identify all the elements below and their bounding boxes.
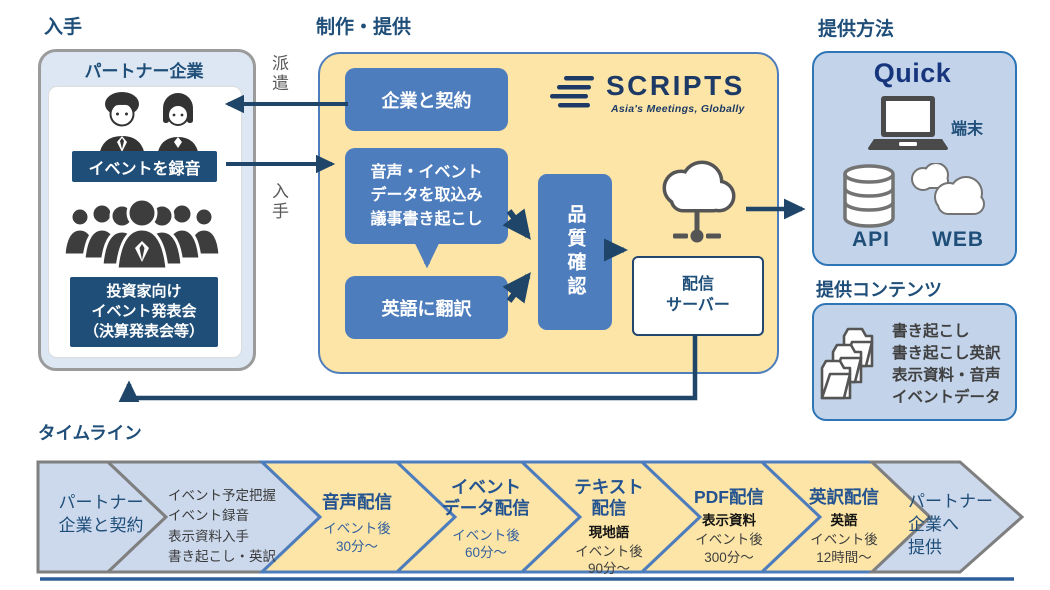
timeline-step-contract: パートナー 企業と契約 — [40, 492, 162, 538]
timeline-step-title: 音声配信 — [322, 492, 392, 512]
delivery-method-panel — [812, 51, 1017, 266]
timeline-step-qualifier: 現地語 — [588, 524, 630, 540]
timeline-step-time: イベント後 60分〜 — [452, 527, 520, 561]
scripts-tagline: Asia's Meetings, Globally — [611, 103, 745, 115]
timeline-step-preparation: イベント予定把握 イベント録音 表示資料入手 書き起こし・英訳 — [168, 486, 303, 567]
timeline-step-english: 英訳配信 英語 イベント後 12時間〜 — [788, 487, 900, 566]
timeline-step-title: イベント データ配信 — [442, 477, 530, 519]
timeline-step-qualifier: 英語 — [830, 513, 858, 529]
timeline-step-time: イベント後 90分〜 — [575, 543, 643, 577]
investor-event-label: 投資家向け イベント発表会 （決算発表会等） — [70, 277, 218, 347]
contents-heading: 提供コンテンツ — [816, 280, 942, 300]
contract-box: 企業と契約 — [345, 68, 508, 131]
timeline-step-title: PDF配信 — [694, 487, 764, 507]
timeline-step-eventdata: イベント データ配信 イベント後 60分〜 — [428, 477, 544, 562]
dispatch-label: 派遣 — [269, 54, 288, 94]
delivery-server-box: 配信 サーバー — [632, 256, 764, 336]
timeline-step-time: イベント後 30分〜 — [323, 521, 391, 554]
obtain-label: 入手 — [269, 182, 288, 222]
audience-crowd-icon — [64, 197, 220, 269]
timeline-step-text: テキスト 配信 現地語 イベント後 90分〜 — [550, 477, 668, 578]
record-event-label: イベントを録音 — [72, 151, 217, 182]
database-icon — [843, 164, 895, 228]
ingest-box: 音声・イベント データを取込み 議事書き起こし — [345, 148, 508, 244]
scripts-logo: SCRIPTS — [606, 70, 745, 101]
contents-items: 書き起こし 書き起こし英訳 表示資料・音声 イベントデータ — [892, 323, 1001, 406]
timeline-step-provide: パートナー 企業へ 提供 — [908, 491, 1008, 560]
api-label: API — [851, 228, 890, 251]
timeline-step-time: イベント後 300分〜 — [695, 532, 763, 565]
terminal-label: 端末 — [951, 121, 984, 138]
partner-company-title: パートナー企業 — [84, 62, 204, 81]
timeline-step-title: 英訳配信 — [809, 487, 879, 507]
timeline-step-title: パートナー 企業と契約 — [58, 493, 144, 535]
quality-check-label: 品質確認 — [564, 204, 586, 300]
translate-box: 英語に翻訳 — [345, 276, 508, 339]
quick-logo: Quick — [873, 58, 952, 88]
businesspersons-icon — [99, 92, 199, 156]
web-clouds-icon — [911, 163, 985, 215]
content-folders-icon — [820, 327, 874, 400]
production-heading: 制作・提供 — [316, 17, 412, 38]
acquisition-heading: 入手 — [44, 17, 83, 38]
timeline-step-title: パートナー 企業へ 提供 — [908, 492, 993, 557]
quality-check-box: 品質確認 — [538, 174, 612, 330]
timeline-step-tasks: イベント予定把握 イベント録音 表示資料入手 書き起こし・英訳 — [168, 488, 276, 564]
timeline-step-qualifier: 表示資料 — [702, 513, 756, 529]
laptop-icon — [868, 96, 948, 150]
scripts-speed-lines-icon — [550, 76, 594, 108]
timeline-step-title: テキスト 配信 — [574, 477, 644, 519]
delivery-heading: 提供方法 — [818, 19, 895, 40]
timeline-heading: タイムライン — [38, 423, 142, 443]
web-label: WEB — [932, 228, 984, 251]
timeline-step-time: イベント後 12時間〜 — [810, 532, 878, 565]
cloud-network-icon — [662, 160, 736, 243]
timeline-step-pdf: PDF配信 表示資料 イベント後 300分〜 — [668, 487, 790, 566]
timeline-step-audio: 音声配信 イベント後 30分〜 — [298, 492, 416, 555]
